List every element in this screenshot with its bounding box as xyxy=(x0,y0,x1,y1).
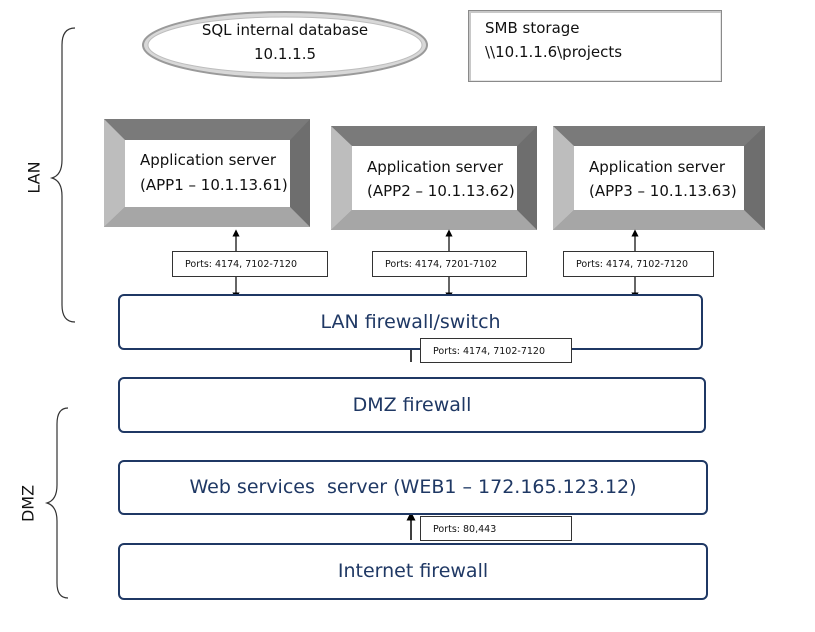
web-server-ports: Ports: 80,443 xyxy=(420,516,572,541)
lan-zone-label: LAN xyxy=(24,161,44,194)
app-server-2-detail: (APP2 – 10.1.13.62) xyxy=(367,182,515,200)
app-server-2-title: Application server xyxy=(367,158,504,176)
dmz-firewall-label: DMZ firewall xyxy=(352,394,472,416)
dmz-zone-label: DMZ xyxy=(18,484,38,523)
lan-firewall-label: LAN firewall/switch xyxy=(320,311,501,333)
smb-storage-box: SMB storage \\10.1.1.6\projects xyxy=(468,10,722,82)
database-ip: 10.1.1.5 xyxy=(253,45,317,63)
lan-firewall-ports: Ports: 4174, 7102-7120 xyxy=(420,338,572,363)
app-server-2-ports: Ports: 4174, 7201-7102 xyxy=(372,251,527,277)
app-server-3-box xyxy=(553,126,765,230)
internet-firewall-block: Internet firewall xyxy=(118,543,708,600)
smb-storage-name: SMB storage xyxy=(485,19,580,37)
internet-firewall-label: Internet firewall xyxy=(337,560,489,582)
app-server-1-detail: (APP1 – 10.1.13.61) xyxy=(140,176,288,194)
database-ellipse xyxy=(142,11,428,79)
app-server-1-box xyxy=(104,119,310,227)
app-server-2-box xyxy=(331,126,537,230)
lan-firewall-block: LAN firewall/switch xyxy=(118,294,703,350)
app-server-3-title: Application server xyxy=(589,158,726,176)
app-server-1-ports: Ports: 4174, 7102-7120 xyxy=(172,251,328,277)
app-server-3-detail: (APP3 – 10.1.13.63) xyxy=(589,182,737,200)
smb-storage-path: \\10.1.1.6\projects xyxy=(485,43,623,61)
web-server-block: Web services server (WEB1 – 172.165.123.… xyxy=(118,460,708,515)
web-server-label: Web services server (WEB1 – 172.165.123.… xyxy=(189,476,637,498)
lan-brace xyxy=(49,27,76,323)
app-server-1-title: Application server xyxy=(140,151,277,169)
database-name: SQL internal database xyxy=(201,21,369,39)
dmz-firewall-block: DMZ firewall xyxy=(118,377,706,433)
dmz-brace xyxy=(44,407,69,599)
app-server-3-ports: Ports: 4174, 7102-7120 xyxy=(563,251,714,277)
